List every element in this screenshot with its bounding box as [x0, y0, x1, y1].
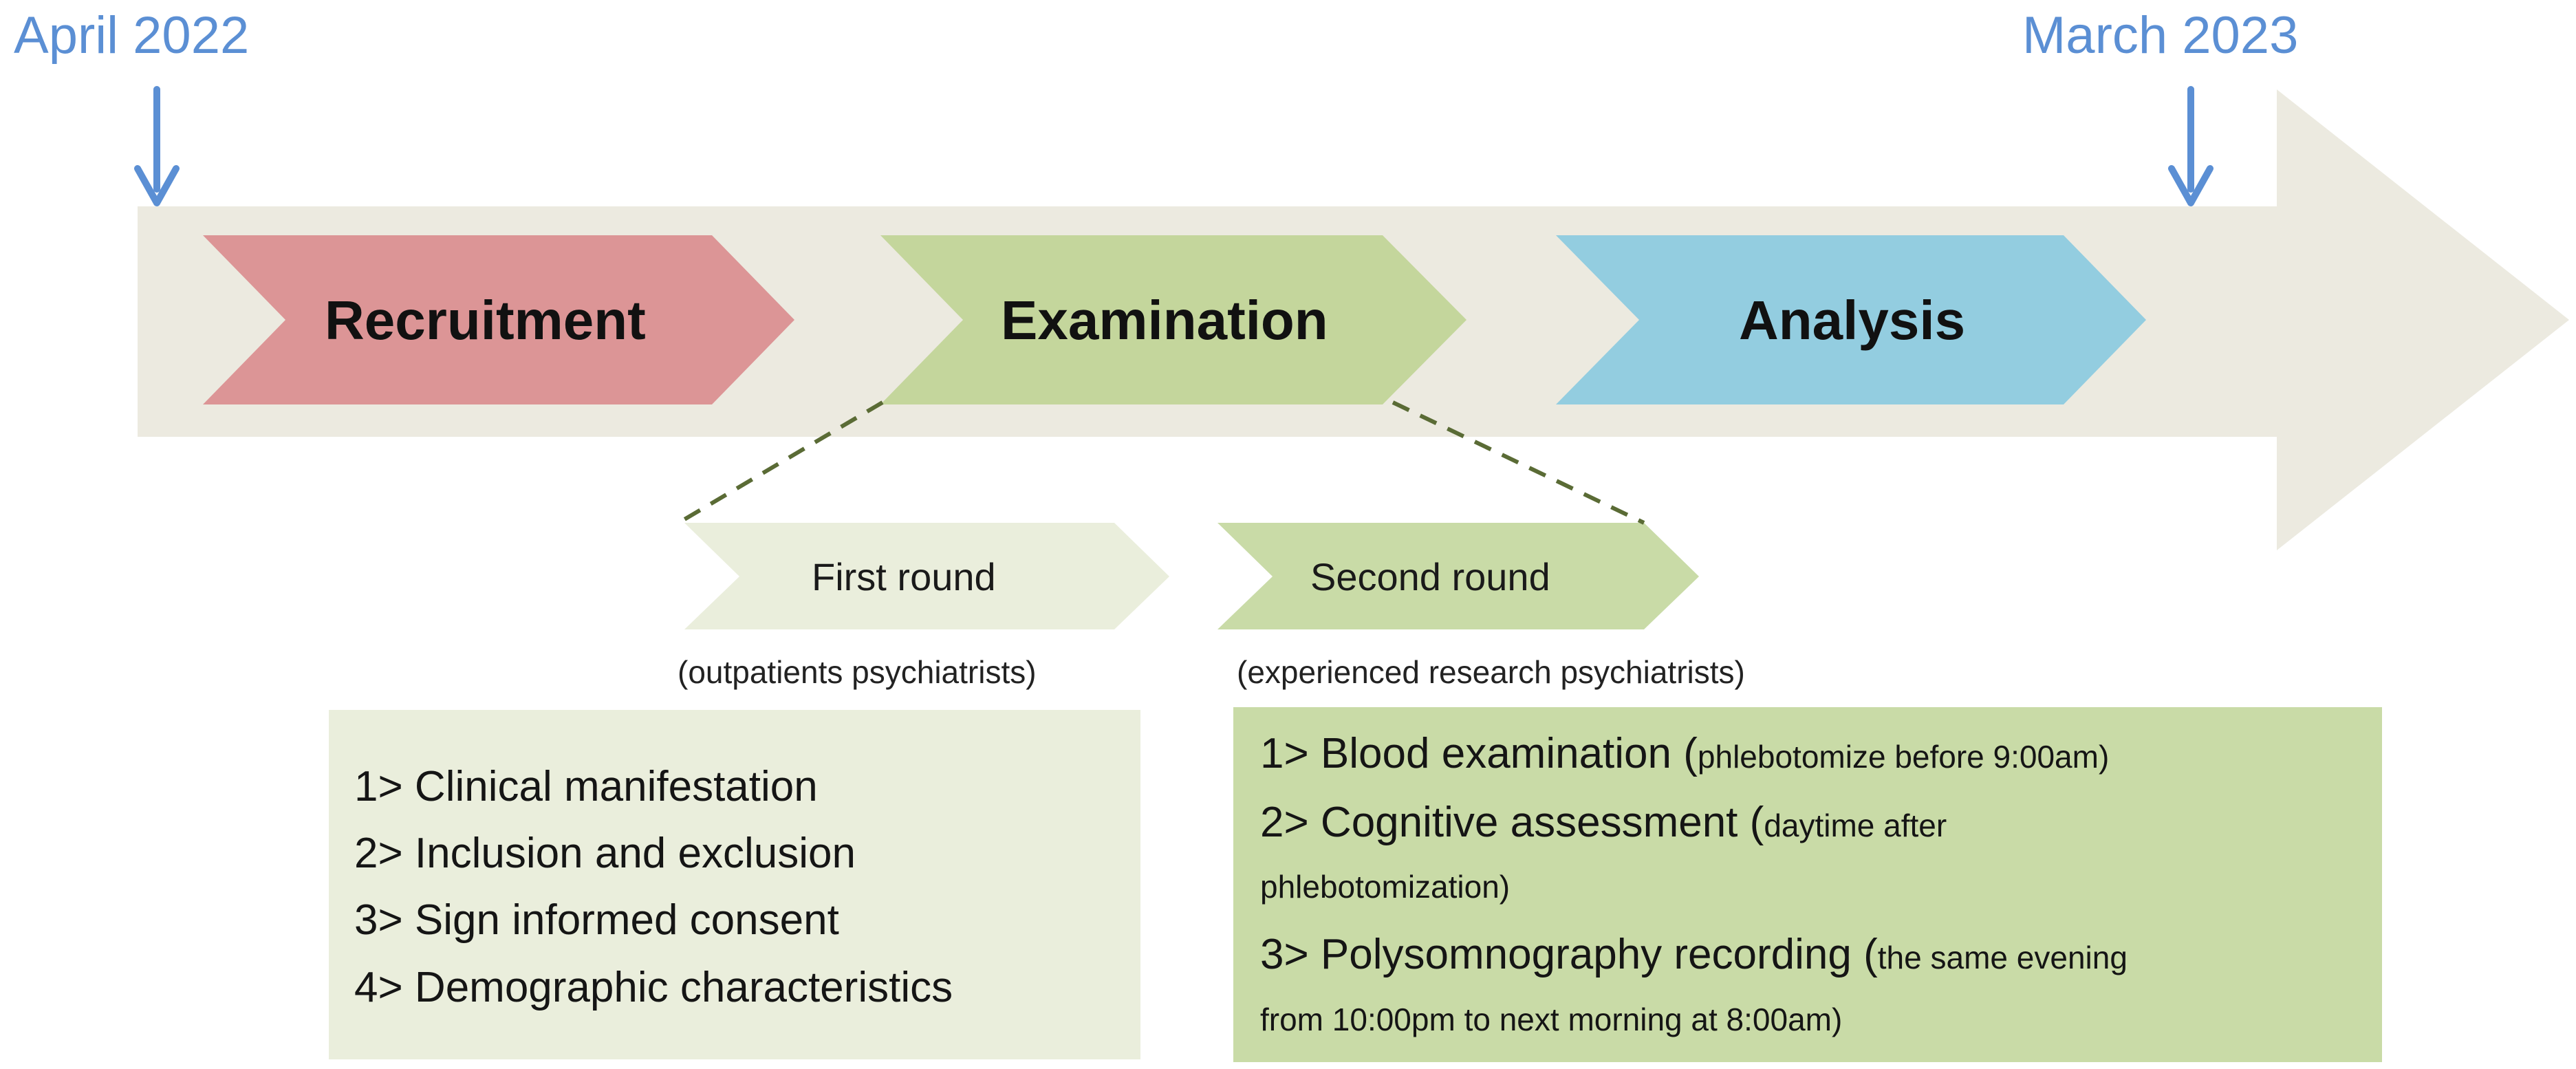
item-main-text: 2> Cognitive assessment	[1260, 799, 1738, 846]
examination-chevron	[880, 235, 1466, 404]
second-round-item: 1> Blood examination (phlebotomize befor…	[1260, 729, 2109, 778]
second-round-item: 3> Polysomnography recording (the same e…	[1260, 930, 2128, 979]
dashed-connector-left	[683, 400, 884, 521]
item-main-text: 3> Polysomnography recording	[1260, 931, 1852, 978]
start-date-arrow-icon	[134, 86, 180, 206]
first-round-note: (outpatients psychiatrists)	[678, 654, 1037, 690]
item-detail-open: (	[1749, 799, 1764, 846]
first-round-item: 3> Sign informed consent	[354, 896, 839, 944]
first-round-label: First round	[812, 555, 996, 598]
recruitment-chevron	[203, 235, 794, 404]
second-round-item-continued: phlebotomization)	[1260, 869, 1511, 905]
item-detail-open: (	[1863, 931, 1878, 978]
first-round-item: 1> Clinical manifestation	[354, 763, 818, 810]
item-detail-text: the same evening	[1877, 940, 2128, 975]
item-detail-text: daytime after	[1764, 808, 1947, 843]
analysis-label: Analysis	[1739, 290, 1966, 351]
second-round-chevron	[1217, 523, 1699, 629]
first-round-item: 2> Inclusion and exclusion	[354, 830, 856, 877]
recruitment-label: Recruitment	[325, 290, 646, 351]
end-date-arrow-icon	[2168, 86, 2214, 206]
examination-label: Examination	[1001, 290, 1328, 351]
second-round-item: 2> Cognitive assessment (daytime after	[1260, 798, 1947, 847]
second-round-box	[1233, 707, 2382, 1062]
first-round-box	[329, 710, 1140, 1059]
item-detail-text: phlebotomize before 9:00am)	[1697, 739, 2110, 775]
item-main-text: 1> Blood examination	[1260, 730, 1672, 777]
analysis-chevron	[1556, 235, 2146, 404]
first-round-item: 4> Demographic characteristics	[354, 964, 953, 1011]
second-round-label: Second round	[1310, 555, 1550, 598]
first-round-chevron	[684, 523, 1169, 629]
second-round-note: (experienced research psychiatrists)	[1237, 654, 1745, 690]
second-round-item-continued: from 10:00pm to next morning at 8:00am)	[1260, 1002, 1843, 1037]
start-date-label: April 2022	[14, 6, 250, 65]
dashed-connector-right	[1392, 400, 1645, 525]
end-date-label: March 2023	[2022, 6, 2299, 65]
item-detail-open: (	[1683, 730, 1698, 777]
